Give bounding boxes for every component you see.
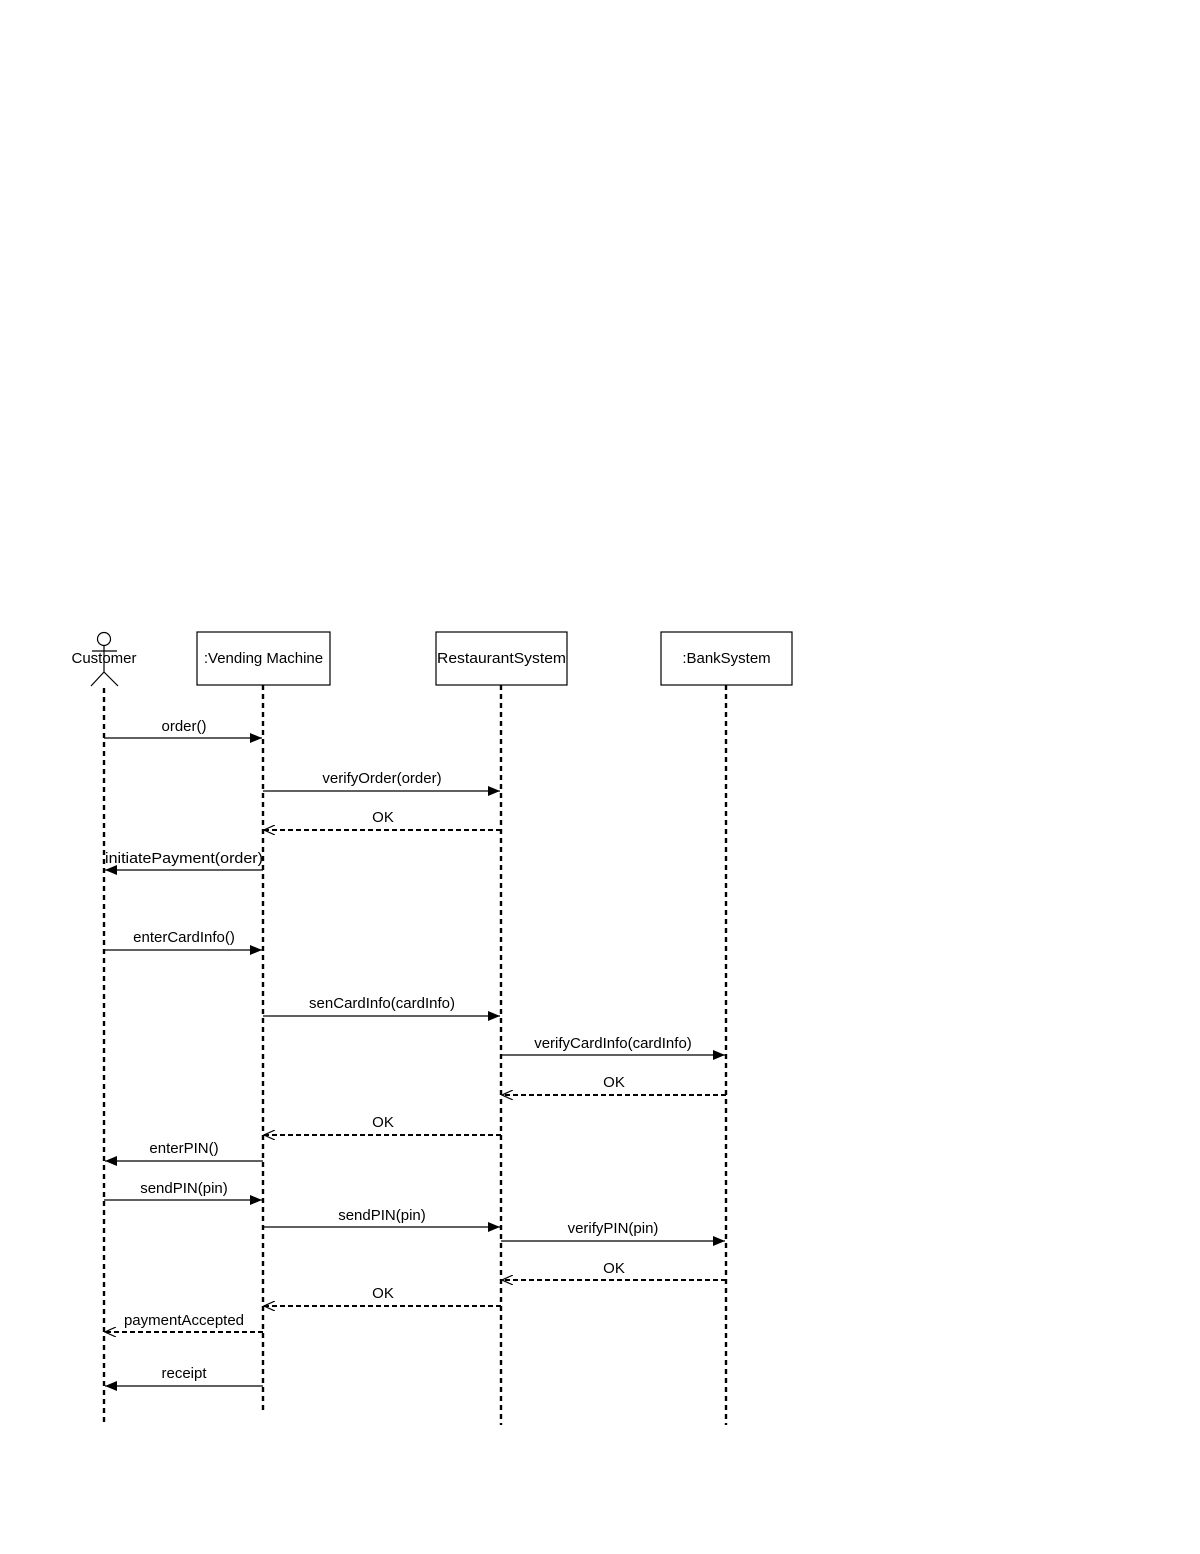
message-label: OK	[372, 809, 394, 826]
messages: order() verifyOrder(order) OK initiatePa…	[104, 718, 726, 1391]
object-box	[435, 631, 568, 686]
message-label: verifyOrder(order)	[322, 770, 441, 787]
message-receipt: receipt	[105, 1365, 263, 1391]
message-label: OK	[372, 1114, 394, 1131]
object-box	[196, 631, 331, 686]
message-send-pin: sendPIN(pin)	[263, 1207, 500, 1232]
message-order: order()	[104, 718, 262, 743]
participant-restaurant-system: RestaurantSystem	[435, 631, 568, 1425]
participant-label: :Vending Machine	[204, 650, 323, 667]
message-label: verifyPIN(pin)	[568, 1220, 659, 1237]
message-enter-pin: enterPIN()	[105, 1140, 263, 1166]
message-label: sendPIN(pin)	[338, 1207, 426, 1224]
participant-bank-system: :BankSystem	[660, 631, 793, 1425]
message-label: OK	[372, 1285, 394, 1302]
message-label: senCardInfo(cardInfo)	[309, 995, 455, 1012]
message-ok-return: OK	[502, 1260, 726, 1280]
message-payment-accepted: paymentAccepted	[105, 1312, 263, 1332]
message-label: paymentAccepted	[124, 1312, 244, 1329]
message-enter-card-info: enterCardInfo()	[104, 929, 262, 955]
message-label: sendPIN(pin)	[140, 1180, 228, 1197]
message-label: receipt	[161, 1365, 207, 1382]
message-ok-return: OK	[264, 1114, 501, 1135]
participant-label: :BankSystem	[682, 650, 770, 667]
message-verify-pin: verifyPIN(pin)	[501, 1220, 725, 1246]
message-send-card-info: senCardInfo(cardInfo)	[263, 995, 500, 1021]
message-verify-card-info: verifyCardInfo(cardInfo)	[501, 1035, 725, 1060]
participant-vending-machine: :Vending Machine	[196, 631, 331, 1412]
participant-label: Customer	[71, 650, 136, 667]
message-send-pin: sendPIN(pin)	[104, 1180, 262, 1205]
message-initiate-payment: initiatePayment(order)	[105, 850, 263, 875]
message-label: enterCardInfo()	[133, 929, 235, 946]
message-label: initiatePayment(order)	[105, 850, 263, 867]
participant-customer: Customer	[71, 631, 137, 1425]
message-label: verifyCardInfo(cardInfo)	[534, 1035, 692, 1052]
message-ok-return: OK	[502, 1074, 726, 1095]
message-label: OK	[603, 1260, 625, 1277]
message-ok-return: OK	[264, 1285, 501, 1306]
actor-icon	[90, 631, 119, 687]
message-ok-return: OK	[264, 809, 501, 830]
participant-label: RestaurantSystem	[437, 650, 566, 667]
message-label: order()	[161, 718, 206, 735]
message-verify-order: verifyOrder(order)	[263, 770, 500, 796]
message-label: OK	[603, 1074, 625, 1091]
message-label: enterPIN()	[149, 1140, 218, 1157]
